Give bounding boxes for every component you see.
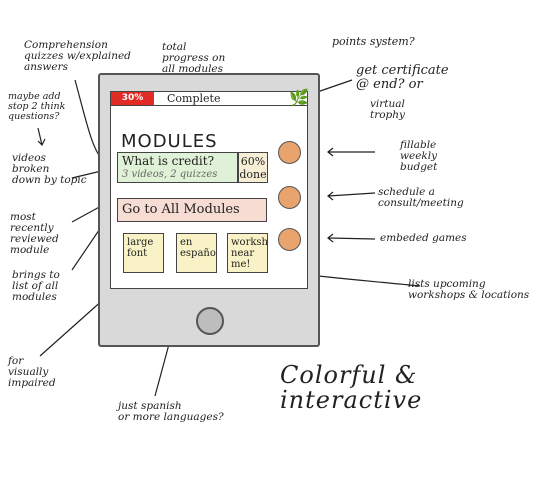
weekly-budget-button[interactable] [278, 141, 301, 164]
tagline: Colorful & interactive [280, 361, 423, 415]
large-font-button[interactable]: large font [123, 233, 164, 273]
spanish-button[interactable]: en español [176, 233, 217, 273]
note-spanish: just spanish or more languages? [118, 400, 224, 424]
current-module-card[interactable]: What is credit? 3 videos, 2 quizzes [117, 152, 238, 183]
note-points-system: points system? [332, 35, 415, 48]
progress-label: Complete [167, 92, 221, 105]
workshops-near-me-button[interactable]: workshops near me! [227, 233, 268, 273]
module-details: 3 videos, 2 quizzes [122, 169, 218, 180]
progress-bar: 30% Complete [111, 92, 307, 106]
note-schedule-consult: schedule a consult/meeting [378, 186, 464, 210]
module-title: What is credit? [122, 154, 214, 168]
note-upcoming-workshops: lists upcoming workshops & locations [408, 278, 530, 302]
module-percent-done: 60% done [238, 152, 268, 183]
note-total-progress: total progress on all modules [162, 41, 226, 76]
note-most-recent: most recently reviewed module [10, 211, 59, 257]
note-think-questions: maybe add stop 2 think questions? [8, 91, 66, 122]
trophy-plant-icon[interactable]: 🌿 [289, 88, 309, 107]
note-visually-impaired: for visually impaired [8, 355, 56, 390]
schedule-consult-button[interactable] [278, 186, 301, 209]
note-videos-broken: videos broken down by topic [12, 152, 87, 187]
note-embedded-games: embeded games [380, 232, 467, 244]
progress-fill: 30% [111, 92, 155, 105]
home-button[interactable] [196, 307, 224, 335]
note-fillable-budget: fillable weekly budget [400, 139, 438, 174]
note-virtual-trophy: virtual trophy [370, 98, 405, 122]
games-button[interactable] [278, 228, 301, 251]
all-modules-button[interactable]: Go to All Modules [117, 198, 267, 222]
note-certificate: get certificate @ end? or [356, 63, 449, 92]
note-comprehension-quizzes: Comprehension quizzes w/explained answer… [24, 39, 131, 74]
note-brings-to-list: brings to list of all modules [12, 269, 60, 304]
modules-title: MODULES [121, 131, 218, 152]
